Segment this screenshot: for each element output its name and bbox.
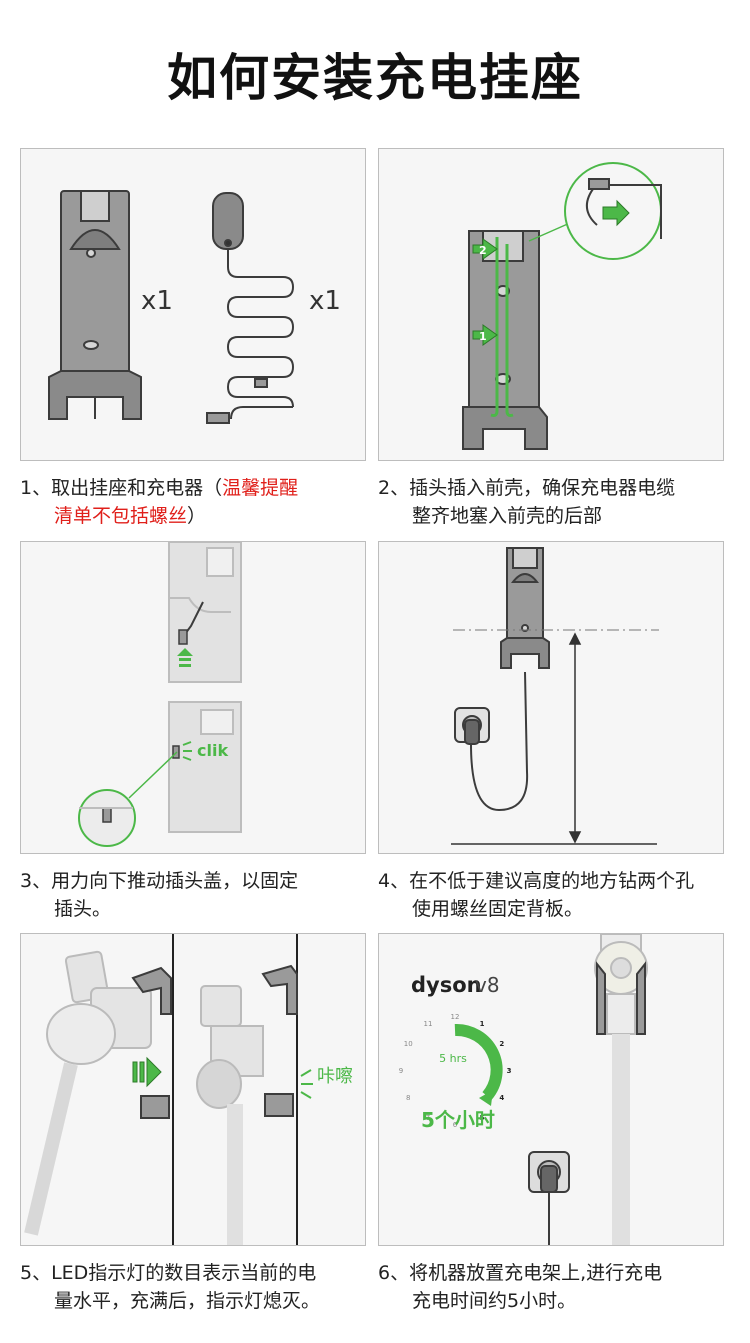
hours-label: 5 hrs <box>439 1052 467 1065</box>
wall-socket-icon <box>528 1151 570 1193</box>
arrow-1-label: 1 <box>479 330 487 343</box>
step-2-caption: 2、插头插入前壳，确保充电器电缆 整齐地塞入前壳的后部 <box>378 477 676 527</box>
dock-top-view <box>168 542 242 683</box>
step-3-caption: 3、用力向下推动插头盖，以固定 插头。 <box>20 870 299 920</box>
page-title: 如何安装充电挂座 <box>167 49 583 107</box>
clock-number: 4 <box>499 1094 504 1102</box>
charger-quantity: x1 <box>309 286 341 316</box>
height-measure-icon <box>568 632 582 844</box>
clock-number: 8 <box>406 1094 410 1102</box>
step-4-illustration <box>451 547 659 845</box>
step-4-caption: 4、在不低于建议高度的地方钻两个孔 使用螺丝固定背板。 <box>378 870 695 920</box>
wall-socket-icon <box>454 707 490 745</box>
push-up-arrow-icon <box>177 648 193 667</box>
click-label: 咔嚓 <box>317 1066 353 1087</box>
dock-illustration <box>48 190 142 420</box>
clock-number: 1 <box>480 1020 485 1028</box>
arrow-2-label: 2 <box>479 244 487 257</box>
step-1-caption: 1、取出挂座和充电器（温馨提醒 清单不包括螺丝） <box>20 477 299 527</box>
step-2-illustration: 2 1 <box>462 162 662 450</box>
step-1-illustration: x1 x1 <box>48 190 341 424</box>
clock-number: 2 <box>499 1040 504 1048</box>
clock-number: 9 <box>399 1067 403 1075</box>
step-3-panel: clik <box>20 541 366 854</box>
clock-number: 3 <box>507 1067 512 1075</box>
dock-quantity: x1 <box>141 286 173 316</box>
click-marks-icon <box>182 741 192 761</box>
dock-illustration <box>596 961 646 1035</box>
clock-number: 12 <box>451 1013 460 1021</box>
step-2-panel: 2 1 <box>378 148 724 461</box>
duration-label: 5个小时 <box>421 1108 495 1132</box>
vacuum-left <box>24 950 152 1236</box>
brand-logo: dyson <box>411 973 482 997</box>
step-6-caption: 6、将机器放置充电架上,进行充电 充电时间约5小时。 <box>378 1262 663 1312</box>
step-4-panel <box>378 541 724 854</box>
dock-bottom-view <box>168 701 242 833</box>
push-arrow-icon <box>132 1056 162 1088</box>
step-5-panel: 咔嚓 <box>20 933 366 1246</box>
charger-illustration <box>206 192 295 424</box>
step-1-panel: x1 x1 <box>20 148 366 461</box>
step-5-illustration: 咔嚓 <box>24 934 353 1245</box>
click-marks-icon <box>300 1069 313 1099</box>
vacuum-right <box>196 985 264 1245</box>
wall-bracket-left <box>131 966 172 1119</box>
dock-illustration <box>500 547 550 669</box>
plug-detail-icon <box>586 178 662 239</box>
clock-number: 7 <box>426 1114 430 1122</box>
clock-number: 11 <box>424 1020 433 1028</box>
wall-bracket-right <box>261 964 298 1117</box>
step-3-illustration: clik <box>78 542 242 847</box>
clock-number: 6 <box>453 1121 458 1129</box>
clock-number: 5 <box>480 1114 485 1122</box>
vacuum-docked <box>594 934 648 1245</box>
arrow-2-icon: 2 <box>472 238 498 260</box>
step-5-caption: 5、LED指示灯的数目表示当前的电 量水平，充满后，指示灯熄灭。 <box>20 1262 321 1312</box>
click-label: clik <box>197 741 228 760</box>
arrow-1-icon: 1 <box>472 324 498 346</box>
model-label: v8 <box>475 973 500 997</box>
clock-number: 10 <box>404 1040 413 1048</box>
dock-illustration <box>462 230 548 450</box>
